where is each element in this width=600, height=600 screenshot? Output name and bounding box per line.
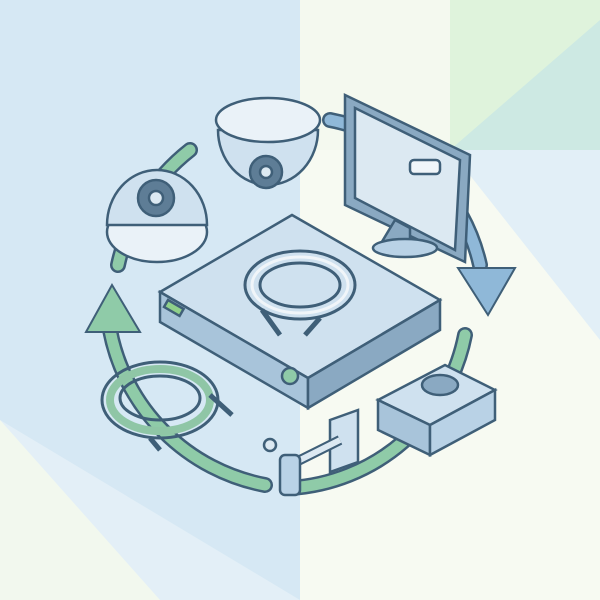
monitor-icon: [343, 93, 472, 264]
power-supply-icon: [375, 363, 498, 458]
dome-camera-icon: [105, 168, 209, 264]
wall-mount-bracket-icon: [262, 408, 360, 497]
coil-cable-icon: [243, 249, 357, 337]
dvr-recorder-icon: [157, 213, 443, 411]
coil-cable-icon: [100, 360, 234, 452]
dome-camera-icon: [214, 96, 322, 190]
